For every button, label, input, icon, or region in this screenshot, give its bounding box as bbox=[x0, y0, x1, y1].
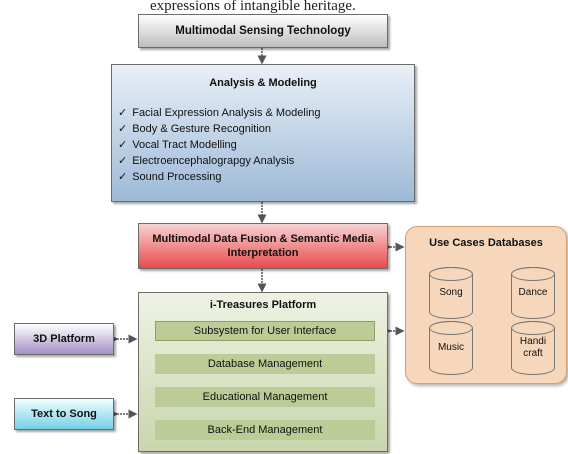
database-cylinder-music: Music bbox=[429, 321, 473, 375]
text-to-song-box: Text to Song bbox=[14, 398, 114, 430]
use-cases-databases-title: Use Cases Databases bbox=[429, 237, 543, 249]
3d-platform-label: 3D Platform bbox=[33, 333, 95, 345]
database-cylinder-handicraft: Handi craft bbox=[511, 321, 555, 375]
data-fusion-box: Multimodal Data Fusion & Semantic Media … bbox=[138, 223, 388, 269]
data-fusion-label: Multimodal Data Fusion & Semantic Media … bbox=[152, 233, 374, 259]
multimodal-sensing-label: Multimodal Sensing Technology bbox=[175, 25, 351, 37]
i-treasures-platform-title: i-Treasures Platform bbox=[209, 299, 317, 311]
subsystem-label: Database Management bbox=[207, 358, 323, 370]
subsystem-back-end-management: Back-End Management bbox=[155, 420, 375, 440]
database-label: Music bbox=[437, 342, 465, 353]
analysis-item: Vocal Tract Modelling bbox=[118, 137, 321, 153]
database-label: Dance bbox=[518, 287, 548, 298]
analysis-item: Body & Gesture Recognition bbox=[118, 121, 321, 137]
subsystem-label: Back-End Management bbox=[207, 424, 323, 436]
database-label: Handi craft bbox=[519, 336, 547, 359]
analysis-modeling-title: Analysis & Modeling bbox=[209, 77, 317, 89]
subsystem-label: Educational Management bbox=[202, 391, 328, 403]
analysis-item: Sound Processing bbox=[118, 169, 321, 185]
header-text-fragment: expressions of intangible heritage. bbox=[150, 0, 356, 14]
database-cylinder-song: Song bbox=[429, 267, 473, 319]
analysis-modeling-box: Analysis & Modeling Facial Expression An… bbox=[111, 64, 415, 202]
analysis-item: Facial Expression Analysis & Modeling bbox=[118, 105, 320, 121]
database-label: Song bbox=[439, 287, 463, 298]
analysis-item-list: Facial Expression Analysis & Modeling Bo… bbox=[118, 105, 321, 185]
subsystem-user-interface: Subsystem for User Interface bbox=[155, 321, 375, 341]
subsystem-label: Subsystem for User Interface bbox=[193, 325, 337, 337]
multimodal-sensing-box: Multimodal Sensing Technology bbox=[138, 14, 388, 48]
database-cylinder-dance: Dance bbox=[511, 267, 555, 319]
subsystem-educational-management: Educational Management bbox=[155, 387, 375, 407]
analysis-item: Electroencephalograpgy Analysis bbox=[118, 153, 321, 169]
use-cases-databases-box: Use Cases Databases Song Dance Music Han… bbox=[405, 226, 567, 384]
subsystem-database-management: Database Management bbox=[155, 354, 375, 374]
3d-platform-box: 3D Platform bbox=[14, 323, 114, 355]
i-treasures-platform-box: i-Treasures Platform Subsystem for User … bbox=[138, 292, 388, 452]
text-to-song-label: Text to Song bbox=[31, 408, 97, 420]
